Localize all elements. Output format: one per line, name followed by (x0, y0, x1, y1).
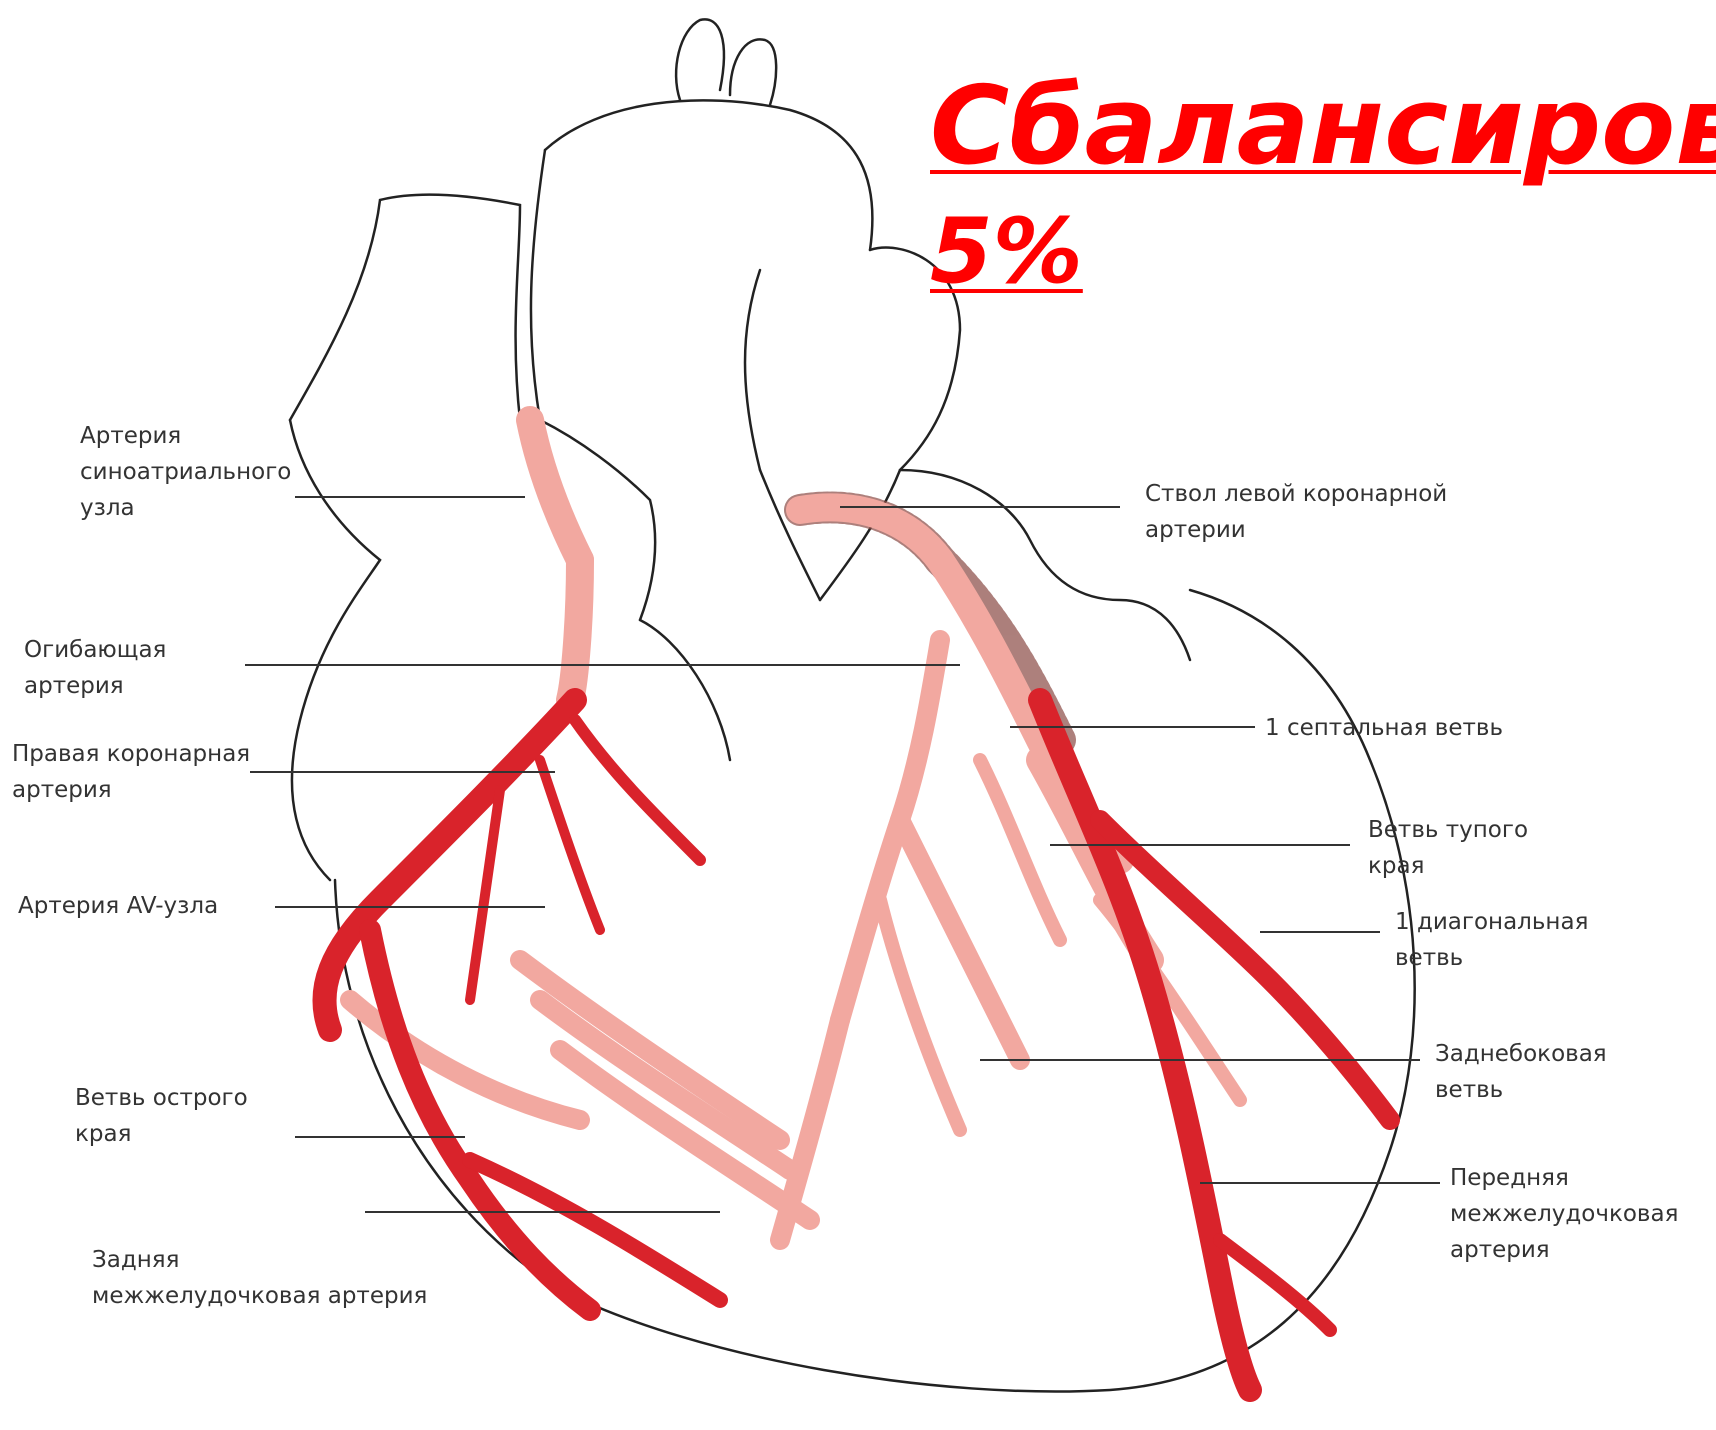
left-main-trunk (800, 507, 940, 560)
label-anterior-interventricular-artery: Передняя межжелудочковая артерия (1450, 1160, 1678, 1268)
aortic-branch-1 (676, 19, 724, 100)
label-posterior-interventricular-artery: Задняя межжелудочковая артерия (92, 1242, 427, 1314)
aortic-arch (545, 100, 872, 250)
label-av-node-artery: Артерия AV-узла (18, 888, 218, 924)
heading-line-1: Сбалансиров (930, 62, 1716, 192)
pulmonary-trunk-edge (745, 270, 760, 470)
rca-branch-2 (540, 760, 600, 930)
superior-vena-cava (290, 195, 520, 420)
label-first-septal-branch: 1 септальная ветвь (1265, 710, 1503, 746)
ascending-aorta (531, 150, 545, 420)
pulmonary-vessel-a (760, 470, 820, 600)
label-obtuse-marginal-branch: Ветвь тупого края (1368, 812, 1528, 884)
label-right-coronary-artery: Правая коронарная артерия (12, 736, 250, 808)
aortic-branch-2 (730, 39, 776, 105)
anterior-descending-pink (840, 640, 940, 1020)
sa-node-artery (530, 420, 580, 560)
interventricular-contour (640, 620, 730, 760)
red-coronary-arteries (324, 700, 1390, 1390)
heading-line-2: 5% (930, 192, 1083, 312)
label-left-main-trunk: Ствол левой коронарной артерии (1145, 476, 1447, 548)
heart-outline (290, 19, 1415, 1391)
anterior-interventricular-artery (1040, 700, 1250, 1390)
label-acute-marginal-branch: Ветвь острого края (75, 1080, 248, 1152)
label-circumflex-artery: Огибающая артерия (24, 632, 166, 704)
circumflex-to-av-groove (570, 560, 580, 700)
rca-branch-1 (575, 720, 700, 860)
label-first-diagonal-branch: 1 диагональная ветвь (1395, 904, 1588, 976)
label-posterolateral-branch: Заднебоковая ветвь (1435, 1036, 1607, 1108)
posterolateral-pink-3 (540, 1000, 790, 1170)
right-atrium-contour (290, 420, 380, 880)
label-sa-node-artery: Артерия синоатриального узла (80, 418, 291, 526)
